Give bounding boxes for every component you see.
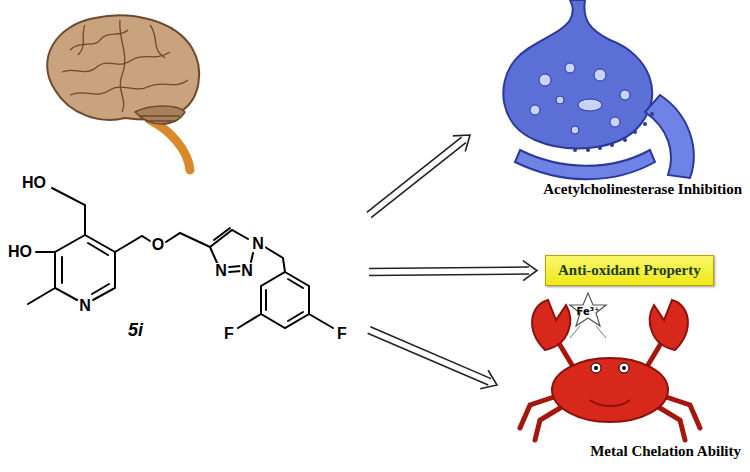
arrow-stroke (370, 327, 491, 379)
synapse-illustration (503, 0, 693, 179)
property-label: Anti-oxidant Property (558, 262, 701, 279)
atom-label: N (78, 298, 92, 314)
atom-label: F (223, 326, 235, 342)
atom-label: F (336, 326, 348, 342)
arrow-stroke (368, 333, 489, 385)
compound-number: 5i (128, 320, 143, 341)
crab-illustration (520, 293, 700, 440)
target-caption: Metal Chelation Ability (590, 443, 741, 460)
double-arrow (368, 327, 497, 389)
property-box: Anti-oxidant Property (545, 255, 714, 286)
compound-structure: 5i (0, 160, 365, 360)
target-caption: Acetylcholinesterase Inhibition (543, 181, 742, 198)
atom-label: N (214, 263, 228, 279)
arrow-stroke (369, 267, 529, 268)
ion-label: Fe³⁺ (576, 307, 601, 317)
arrow-stroke (371, 143, 466, 218)
target-panel: Metal Chelation Ability (505, 290, 745, 462)
atom-label: N (240, 263, 254, 279)
arrow-stroke (453, 135, 470, 152)
atom-label: N (251, 236, 265, 252)
arrow-stroke (367, 137, 462, 212)
atom-label: HO (7, 244, 33, 260)
double-arrow (369, 261, 537, 281)
arrow-stroke (369, 274, 529, 275)
atom-label: O (151, 237, 165, 253)
molecule-bonds (28, 188, 333, 328)
arrow-stroke (480, 370, 497, 388)
arrow-stroke (523, 261, 537, 281)
double-arrow (367, 135, 470, 218)
atom-label: HO (21, 175, 47, 191)
brain-illustration (47, 15, 199, 170)
target-panel: Acetylcholinesterase Inhibition (478, 5, 746, 200)
